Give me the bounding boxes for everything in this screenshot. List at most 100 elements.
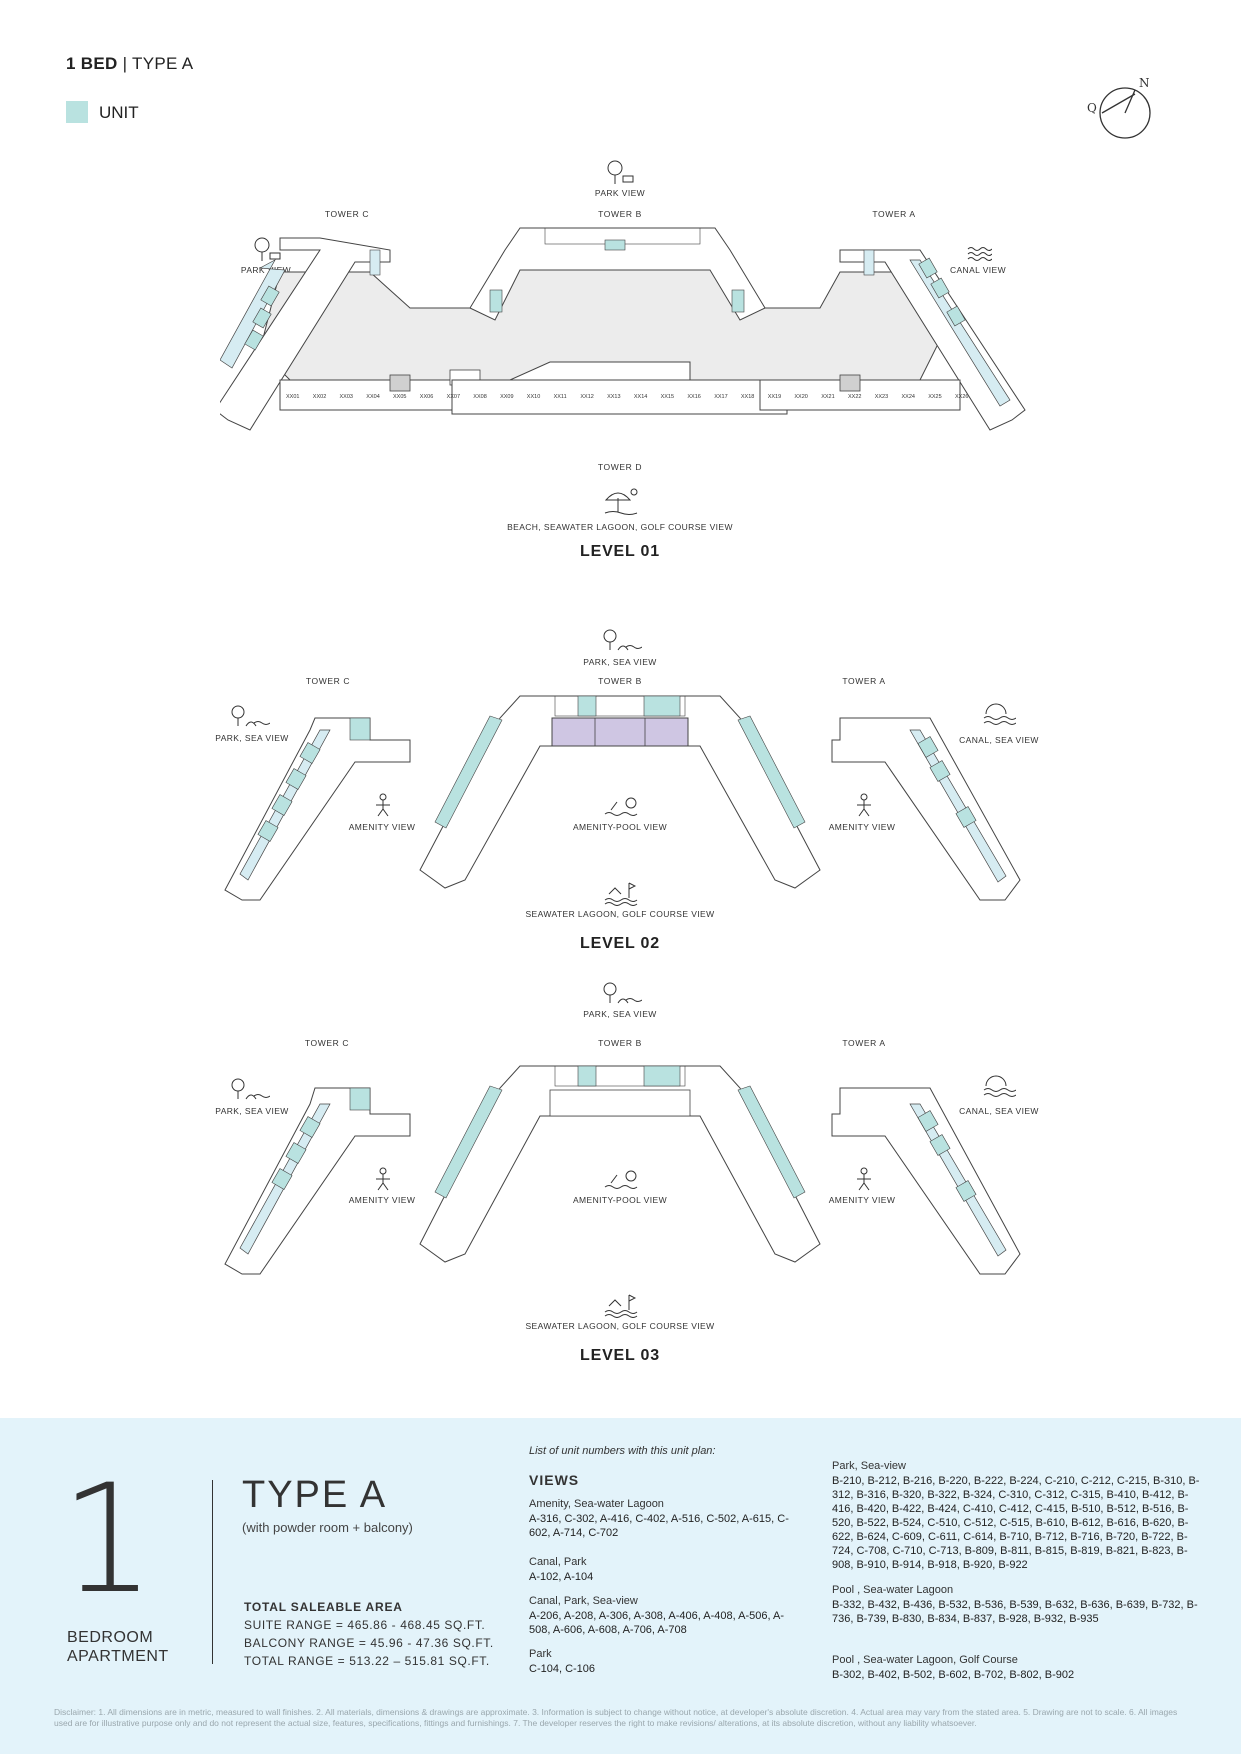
disclaimer: Disclaimer: 1. All dimensions are in met… [54, 1707, 1178, 1728]
view-group: Park, Sea-view B-210, B-212, B-216, B-22… [832, 1460, 1207, 1572]
unit-label: XX06 [420, 394, 433, 400]
unit-label: XX17 [714, 394, 727, 400]
divider [212, 1480, 213, 1664]
amenity-icon [857, 1167, 871, 1191]
amenity-icon [376, 793, 390, 817]
unit-label: XX02 [313, 394, 326, 400]
canal-sea-icon [983, 1075, 1016, 1097]
lagoon-golf-icon [604, 882, 638, 906]
canal-sea-icon [983, 703, 1016, 725]
view-group: Amenity, Sea-water Lagoon A-316, C-302, … [529, 1498, 789, 1540]
l3-tower-c: TOWER C [304, 1038, 350, 1048]
l2-right-view: CANAL, SEA VIEW [959, 735, 1039, 745]
summary-panel [0, 1418, 1241, 1754]
view-group-title: Park [529, 1648, 552, 1660]
title-rest: | TYPE A [122, 54, 194, 73]
beach-umbrella-icon [604, 488, 638, 515]
l3-right-view: CANAL, SEA VIEW [959, 1106, 1039, 1116]
view-group: Pool , Sea-water Lagoon B-332, B-432, B-… [832, 1584, 1207, 1626]
l3-level-title: LEVEL 03 [580, 1347, 660, 1364]
view-group-units: C-104, C-106 [529, 1663, 596, 1675]
page-title: 1 BED | TYPE A [66, 54, 193, 74]
view-group-units: B-302, B-402, B-502, B-602, B-702, B-802… [832, 1669, 1075, 1681]
view-group-units: A-206, A-208, A-306, A-308, A-406, A-408… [529, 1610, 785, 1636]
view-group: Canal, Park A-102, A-104 [529, 1556, 789, 1584]
l3-tower-b: TOWER B [598, 1038, 642, 1048]
l2-tower-c: TOWER C [305, 676, 351, 686]
l3-tower-a: TOWER A [842, 1038, 886, 1048]
amenity-icon [857, 793, 871, 817]
compass-n: N [1139, 76, 1150, 90]
pool-icon [604, 797, 638, 816]
unit-label: XX07 [447, 394, 460, 400]
view-group-title: Pool , Sea-water Lagoon [832, 1584, 954, 1596]
unit-label: XX20 [794, 394, 807, 400]
type-subtitle: (with powder room + balcony) [242, 1520, 413, 1535]
unit-label: XX04 [366, 394, 379, 400]
unit-label: XX03 [340, 394, 353, 400]
views-heading: VIEWS [529, 1472, 580, 1488]
unit-label: XX22 [848, 394, 861, 400]
view-group: Canal, Park, Sea-view A-206, A-208, A-30… [529, 1595, 789, 1637]
area-heading: TOTAL SALEABLE AREA [244, 1600, 403, 1614]
l3-amenity-right: AMENITY VIEW [828, 1195, 896, 1205]
park-sea-icon [231, 1078, 270, 1100]
unit-label: XX09 [500, 394, 513, 400]
unit-label: XX10 [527, 394, 540, 400]
l2-left-view: PARK, SEA VIEW [215, 733, 289, 743]
l2-top-view: PARK, SEA VIEW [583, 657, 657, 667]
unit-label: XX14 [634, 394, 647, 400]
unit-label: XX19 [768, 394, 781, 400]
l2-tower-b: TOWER B [598, 676, 642, 686]
unit-label: XX05 [393, 394, 406, 400]
bedroom-label: BEDROOM APARTMENT [67, 1628, 207, 1666]
l2-amenity-left: AMENITY VIEW [348, 822, 416, 832]
l1-tower-b: TOWER B [598, 209, 642, 219]
pool-icon [604, 1170, 638, 1189]
unit-label: XX26 [955, 394, 968, 400]
canal-waves-icon [967, 247, 992, 261]
l2-tower-a: TOWER A [842, 676, 886, 686]
view-group-units: A-102, A-104 [529, 1571, 594, 1583]
l1-level-title: LEVEL 01 [580, 543, 660, 560]
view-group-title: Canal, Park, Sea-view [529, 1595, 638, 1607]
view-group-units: B-332, B-432, B-436, B-532, B-536, B-539… [832, 1599, 1198, 1625]
lagoon-golf-icon [604, 1294, 638, 1318]
unit-label: XX13 [607, 394, 620, 400]
l2-pool-view: AMENITY-POOL VIEW [572, 822, 668, 832]
park-sea-icon [231, 705, 270, 727]
type-title: TYPE A [242, 1474, 388, 1516]
l1-tower-d: TOWER D [597, 462, 643, 472]
l3-pool-view: AMENITY-POOL VIEW [572, 1195, 668, 1205]
title-bold: 1 BED [66, 54, 118, 73]
unit-label: XX01 [286, 394, 299, 400]
view-group-units: A-316, C-302, A-416, C-402, A-516, C-502… [529, 1513, 789, 1539]
l2-amenity-right: AMENITY VIEW [828, 822, 896, 832]
balcony-range: BALCONY RANGE = 45.96 - 47.36 SQ.FT. [244, 1636, 494, 1650]
unit-label: XX11 [554, 394, 567, 400]
l2-bottom-view: SEAWATER LAGOON, GOLF COURSE VIEW [525, 909, 715, 919]
l3-bottom-view: SEAWATER LAGOON, GOLF COURSE VIEW [525, 1321, 715, 1331]
view-group: Park C-104, C-106 [529, 1648, 789, 1676]
bedroom-label-line2: APARTMENT [67, 1648, 169, 1665]
view-group-title: Amenity, Sea-water Lagoon [529, 1498, 664, 1510]
park-sea-icon [603, 629, 642, 651]
view-group: Pool , Sea-water Lagoon, Golf Course B-3… [832, 1654, 1207, 1682]
park-sea-icon [603, 982, 642, 1004]
l3-amenity-left: AMENITY VIEW [348, 1195, 416, 1205]
view-group-title: Park, Sea-view [832, 1460, 906, 1472]
bedroom-label-line1: BEDROOM [67, 1629, 154, 1646]
l1-tower-a: TOWER A [872, 209, 916, 219]
unit-label: XX18 [741, 394, 754, 400]
bedroom-count: 1 [60, 1453, 156, 1627]
level-02-floor-plan [224, 695, 1021, 901]
unit-legend-label: UNIT [99, 103, 139, 122]
view-group-units: B-210, B-212, B-216, B-220, B-222, B-224… [832, 1475, 1200, 1571]
suite-range: SUITE RANGE = 465.86 - 468.45 SQ.FT. [244, 1618, 486, 1632]
view-group-title: Pool , Sea-water Lagoon, Golf Course [832, 1654, 1018, 1666]
l1-park-view-top: PARK VIEW [594, 188, 646, 198]
amenity-icon [376, 1167, 390, 1191]
unit-label: XX25 [928, 394, 941, 400]
